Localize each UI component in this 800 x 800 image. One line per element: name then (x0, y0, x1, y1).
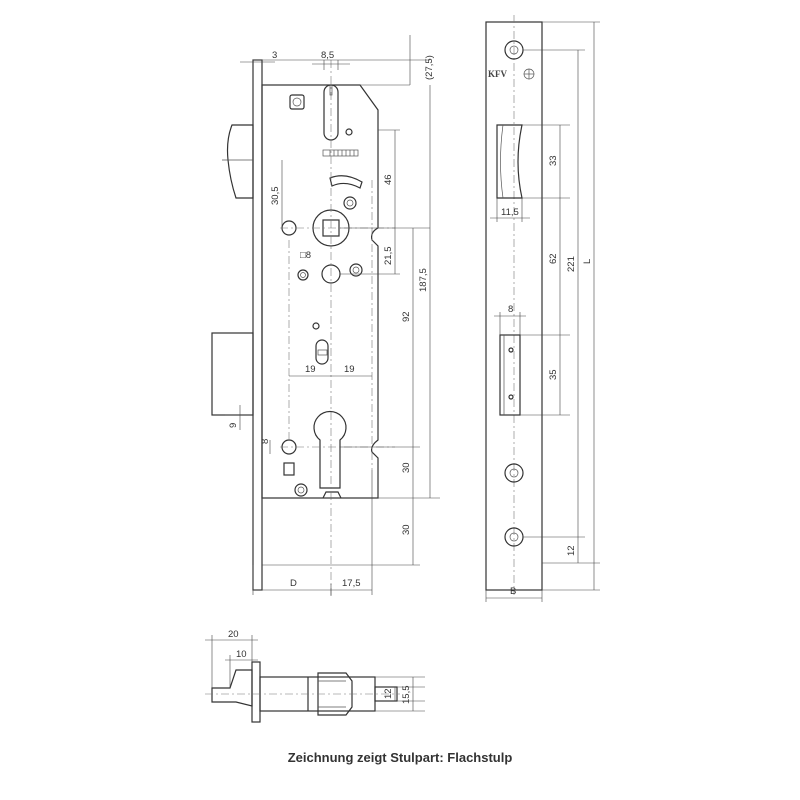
latch-bolt (226, 124, 254, 199)
lock-case-outline (261, 84, 379, 499)
dim-throw-tip: 10 (236, 649, 247, 660)
body-faceplate-strip (252, 59, 263, 591)
dim-bolt-throw: 9 (228, 423, 239, 428)
screw-icon (349, 263, 363, 277)
dim-latch-opening-width: 11,5 (501, 207, 519, 218)
dim-spindle-to-cylinder: 92 (401, 311, 412, 322)
profile-cylinder-cutout (313, 410, 347, 489)
screw-icon (297, 269, 309, 281)
phillips-mark-icon (523, 68, 535, 80)
screw-icon (289, 94, 305, 110)
dim-backset-offset: 17,5 (342, 578, 361, 589)
lock-body-view: (27,5) 3 8,5 30,5 □8 46 21,5 187,5 92 19… (211, 35, 440, 596)
dim-total-height: 187,5 (418, 268, 429, 292)
dim-bottom-margin: 12 (566, 545, 577, 556)
brand-logo: KFV (488, 69, 507, 79)
dim-body-height-inner: 12 (383, 688, 394, 699)
faceplate-screw-hole-middle (504, 463, 524, 483)
screw-icon (294, 483, 308, 497)
bolt-slot (315, 339, 329, 365)
dim-handle-offset: 30,5 (270, 187, 281, 206)
dim-bolt-opening-width: 8 (508, 304, 513, 315)
dim-backset: D (290, 578, 297, 589)
dim-body-height-outer: 15,5 (401, 686, 412, 705)
dim-follower-width: 8,5 (321, 50, 334, 61)
dim-spindle-to-lower: 21,5 (383, 247, 394, 266)
dim-strike-width: 3 (272, 50, 277, 61)
dim-latch-opening-height: 33 (548, 155, 559, 166)
dim-bolt-opening-height: 35 (548, 369, 559, 380)
detail-latch-head (211, 669, 253, 707)
dim-bolt-right: 19 (344, 364, 355, 375)
dim-bolt-left: 19 (305, 364, 316, 375)
dim-cyl-to-bottom-b: 30 (401, 524, 412, 535)
dead-bolt (211, 332, 254, 416)
dim-screw-spacing: 221 (566, 256, 577, 272)
dim-throw-total: 20 (228, 629, 239, 640)
latch-detail-view: 20 10 12 15,5 (205, 629, 425, 723)
dim-latch-to-spindle: 46 (383, 174, 394, 185)
dim-cyl-to-bottom-a: 30 (401, 462, 412, 473)
dim-overall-length: L (582, 259, 593, 264)
drawing-caption: Zeichnung zeigt Stulpart: Flachstulp (288, 750, 513, 765)
dim-latch-to-bolt: 62 (548, 253, 559, 264)
faceplate-view: KFV (485, 15, 600, 602)
dim-cyl-small: 8 (260, 439, 271, 444)
dim-faceplate-width: B (510, 586, 516, 597)
screw-icon (343, 196, 357, 210)
bolt-opening (499, 334, 521, 416)
latch-opening (496, 124, 523, 199)
dim-top-offset: (27,5) (424, 55, 435, 80)
detail-faceplate (251, 661, 261, 723)
spring-rack (322, 149, 359, 157)
dim-spindle-square: □8 (300, 250, 311, 261)
